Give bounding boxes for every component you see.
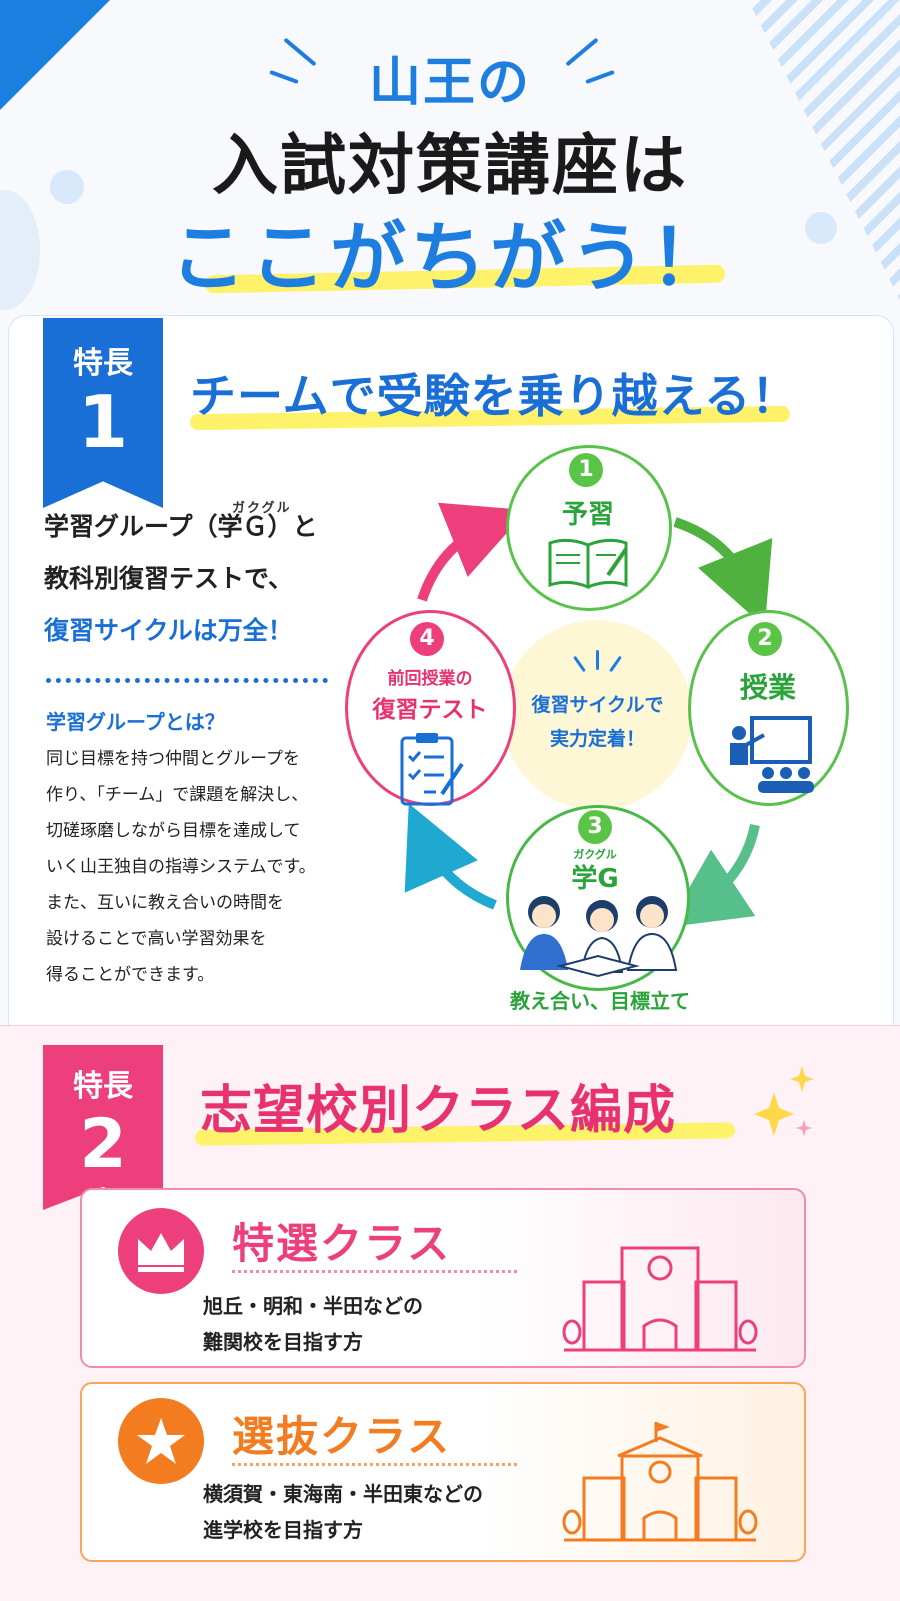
description-line: いく山王独自の指導システムです。 — [46, 857, 316, 877]
class-desc-line: 旭丘・明和・半田などの — [203, 1294, 423, 1318]
intro-line2: 教科別復習テストで、 — [44, 564, 294, 593]
intro-line3: 復習サイクルは万全！ — [44, 616, 293, 645]
feature1-headline: チームで受験を乗り越える！ — [190, 369, 799, 423]
cycle-arrows — [404, 502, 773, 928]
class-card-senbatsu — [80, 1382, 806, 1562]
burst-mark — [596, 650, 599, 670]
dotted-divider — [232, 1270, 517, 1273]
step-number: 1 — [569, 453, 603, 487]
star-icon — [118, 1398, 204, 1484]
arrow-3-to-4 — [404, 803, 497, 910]
class-desc-line: 難関校を目指す方 — [203, 1330, 363, 1354]
teacher-board-icon — [730, 716, 814, 793]
intro-line1: 学習グループ（学Ｇ）と — [44, 512, 318, 541]
open-book-icon — [548, 538, 628, 590]
sparkle-icon — [754, 1066, 814, 1136]
dot-decoration — [805, 212, 837, 244]
description-line: 同じ目標を持つ仲間とグループを — [46, 749, 300, 769]
class-name: 選抜クラス — [232, 1412, 452, 1461]
dotted-divider — [232, 1463, 517, 1466]
step-number: 2 — [748, 622, 782, 656]
step-ruby: ガクグル — [573, 848, 617, 861]
cycle-center-line: 復習サイクルで — [531, 694, 664, 716]
class-desc-line: 進学校を目指す方 — [203, 1518, 363, 1542]
feature-label: 特長 — [73, 346, 133, 381]
dotted-divider — [46, 678, 328, 683]
title-line3: ここがちがう！ — [170, 213, 730, 302]
feature2-headline: 志望校別クラス編成 — [200, 1081, 676, 1141]
feature1-ribbon: 特長 1 — [43, 318, 163, 508]
step-label: 授業 — [739, 671, 796, 704]
intro-ruby: ガクグル — [232, 501, 292, 516]
students-studying-icon — [520, 896, 678, 978]
step3-caption: 教え合い、目標立て — [510, 989, 690, 1013]
class-desc-line: 横須賀・東海南・半田東などの — [203, 1482, 483, 1506]
step-label: 予習 — [561, 500, 614, 530]
class-card-tokusen — [80, 1188, 806, 1368]
title-line1: 山王の — [368, 53, 531, 113]
corner-decoration — [0, 0, 110, 110]
clipboard-checklist-icon — [400, 733, 464, 806]
title-line2: 入試対策講座は — [212, 127, 688, 204]
description-line: また、互いに教え合いの時間を — [46, 893, 284, 913]
class-name: 特選クラス — [232, 1219, 452, 1268]
arrow-1-to-2 — [673, 517, 773, 628]
description-line: 切磋琢磨しながら目標を達成して — [46, 821, 301, 841]
feature-label: 特長 — [73, 1069, 133, 1104]
cycle-center-text: 復習サイクルで 実力定着！ — [510, 688, 685, 756]
description-line: 作り、「チーム」で課題を解決し、 — [46, 785, 309, 805]
step-number: 3 — [578, 810, 612, 844]
feature-number: 2 — [79, 1105, 127, 1184]
step-label: 学G — [571, 864, 619, 894]
school-building-icon — [562, 1422, 758, 1542]
description-line: 得ることができます。 — [46, 965, 215, 985]
crown-icon — [118, 1208, 204, 1294]
class-desc: 横須賀・東海南・半田東などの 進学校を目指す方 — [203, 1476, 483, 1548]
school-building-icon — [562, 1246, 758, 1352]
class-desc: 旭丘・明和・半田などの 難関校を目指す方 — [203, 1288, 423, 1360]
description-line: 設けることで高い学習効果を — [46, 929, 267, 949]
step-number: 4 — [410, 622, 444, 656]
step-label: 復習テスト — [372, 697, 488, 723]
cycle-center-line: 実力定着！ — [549, 728, 645, 750]
dot-decoration — [50, 170, 84, 204]
arrow-4-to-1 — [417, 502, 528, 602]
step-label: 前回授業の — [387, 669, 473, 689]
feature-number: 1 — [77, 380, 129, 464]
arrow-2-to-3 — [666, 823, 760, 928]
feature2-ribbon: 特長 2 — [43, 1045, 163, 1210]
subheading: 学習グループとは？ — [46, 710, 225, 734]
